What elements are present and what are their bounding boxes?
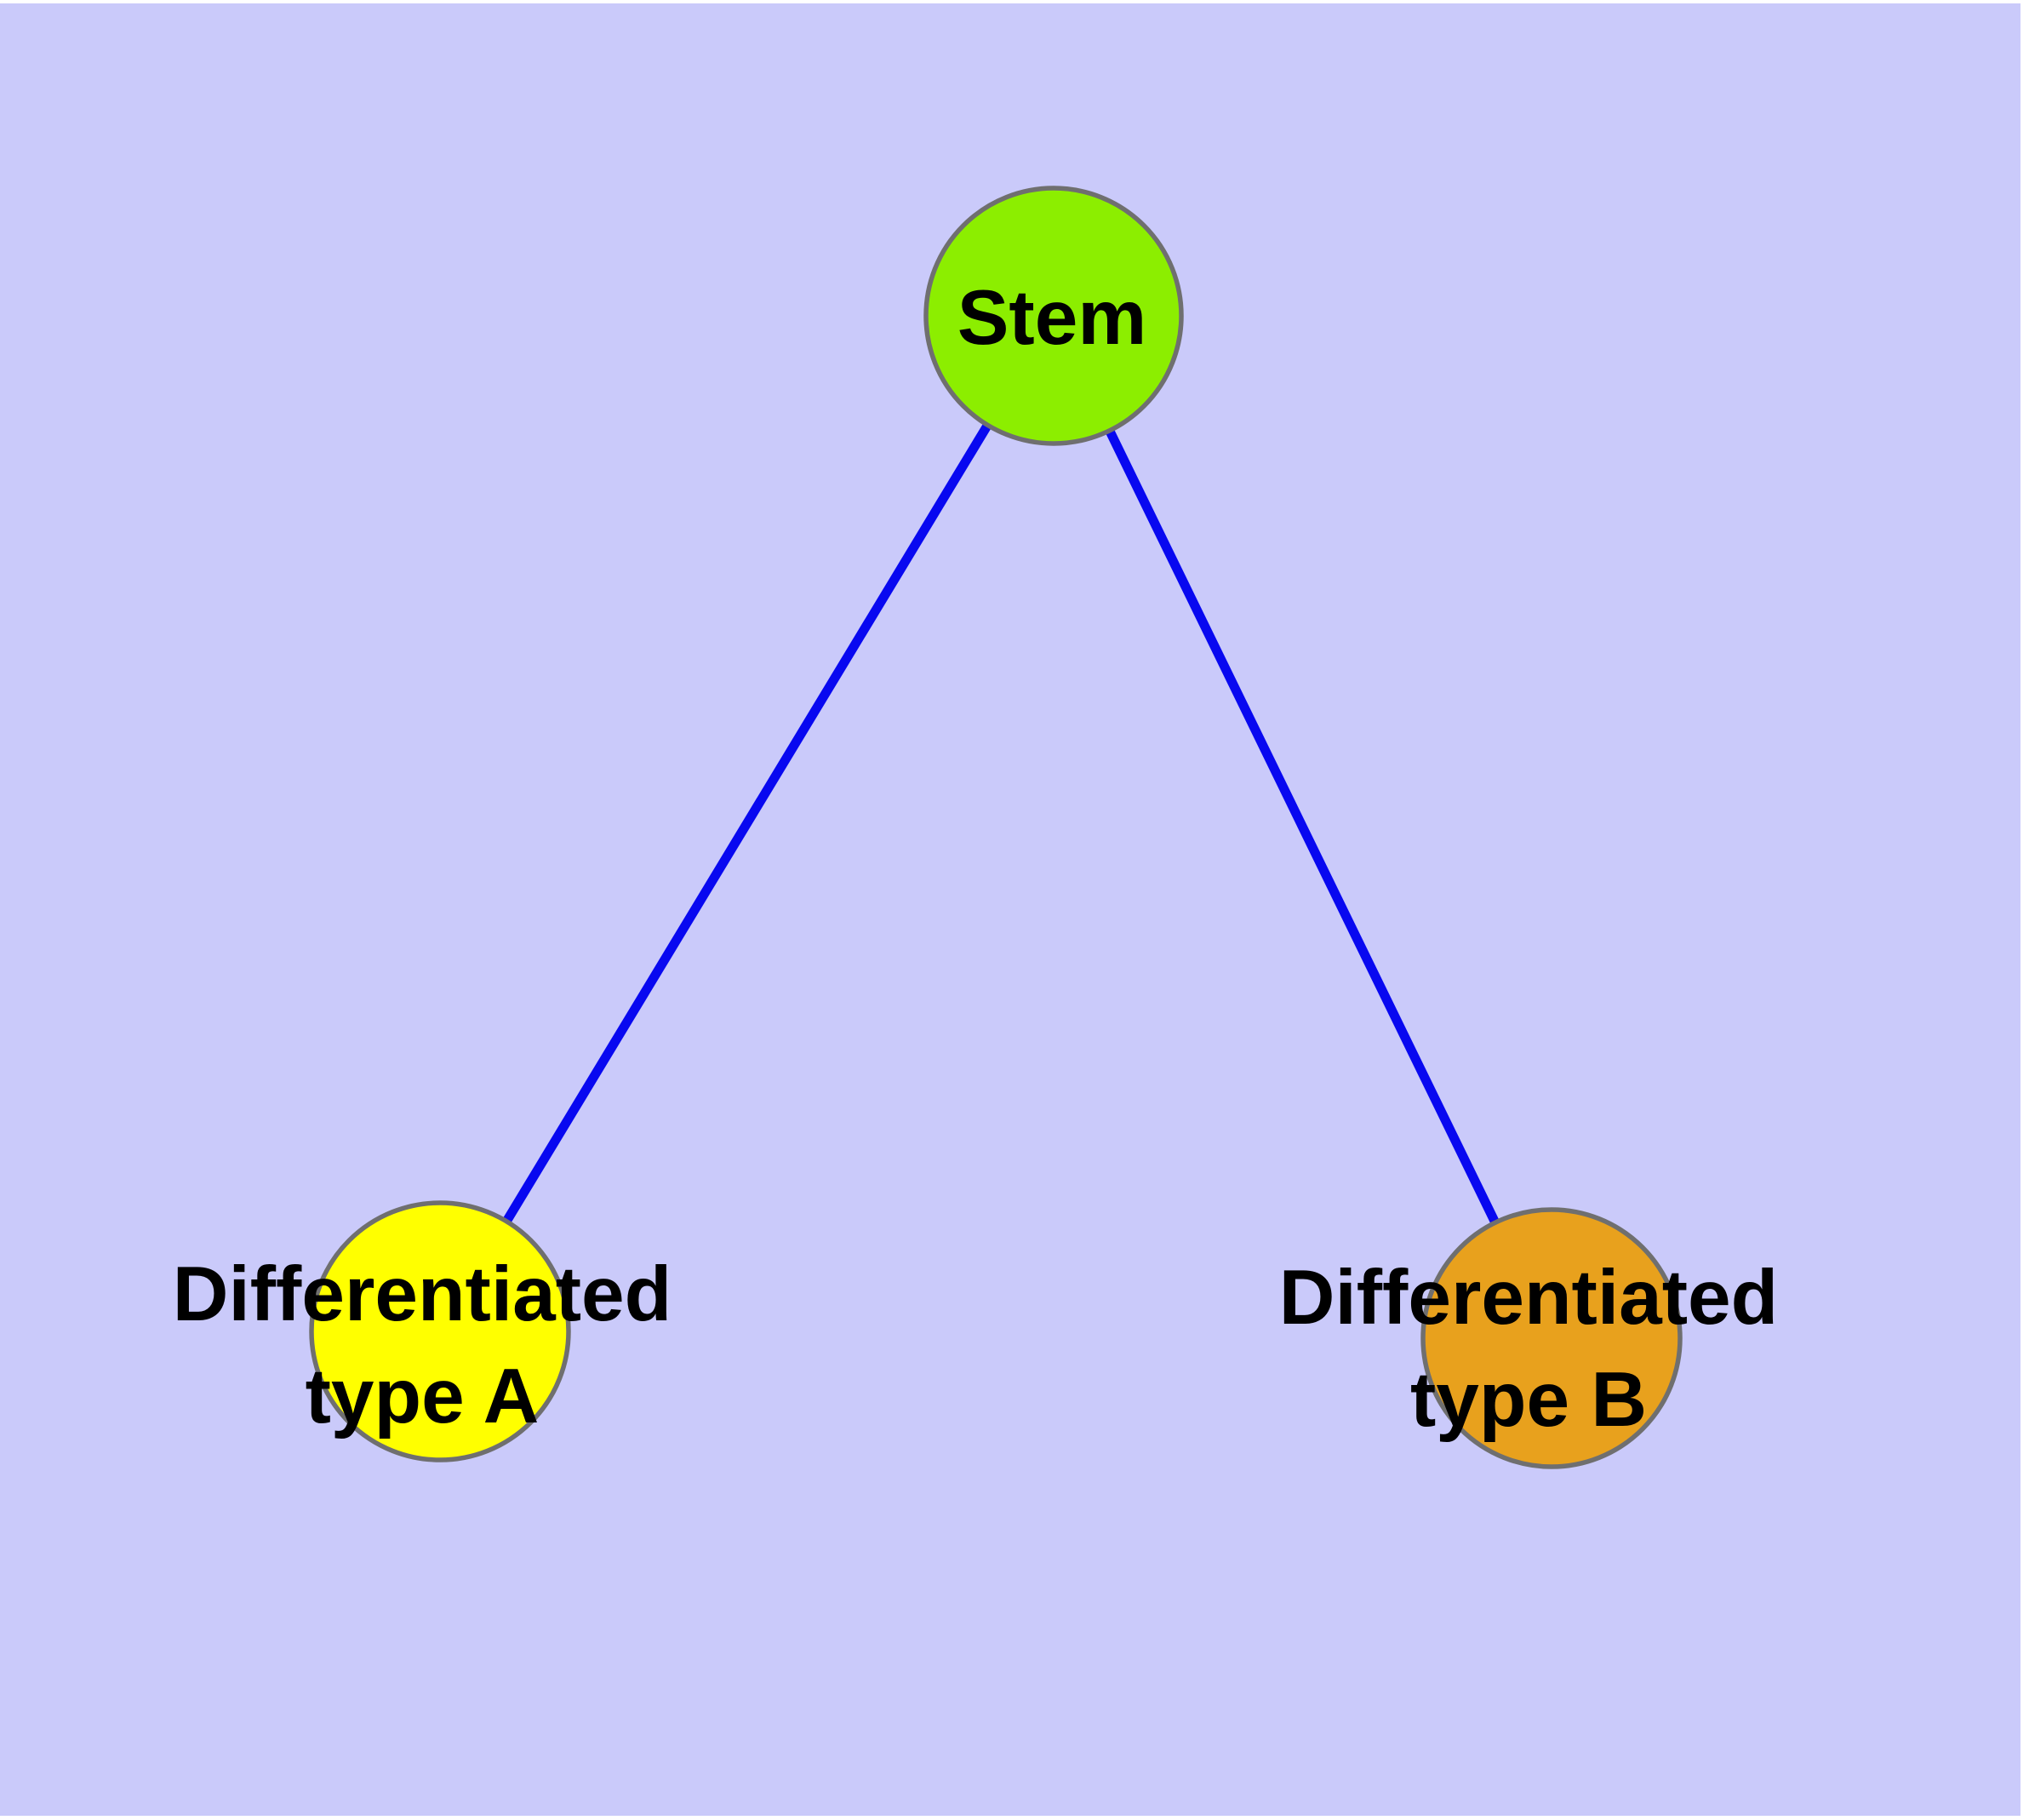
node-stem	[923, 186, 1184, 446]
edge-group	[436, 313, 1556, 1341]
edge-stem-to-differentiated-type-a	[436, 313, 1058, 1334]
node-label-line: type A	[306, 1354, 540, 1439]
node-label-line: Differentiated	[1279, 1255, 1779, 1341]
node-label-differentiated-type-a: Differentiated type A	[173, 1251, 672, 1439]
node-label-differentiated-type-b: Differentiated type B	[1279, 1255, 1779, 1443]
edge-stem-to-differentiated-type-b	[1049, 313, 1556, 1341]
node-label-stem: Stem	[957, 275, 1147, 361]
node-label-line: Differentiated	[173, 1251, 672, 1337]
node-label-line: Stem	[957, 275, 1147, 361]
node-label-line: type B	[1410, 1357, 1647, 1443]
node-differentiated-type-b	[1420, 1207, 1683, 1469]
node-differentiated-type-a	[309, 1200, 571, 1462]
